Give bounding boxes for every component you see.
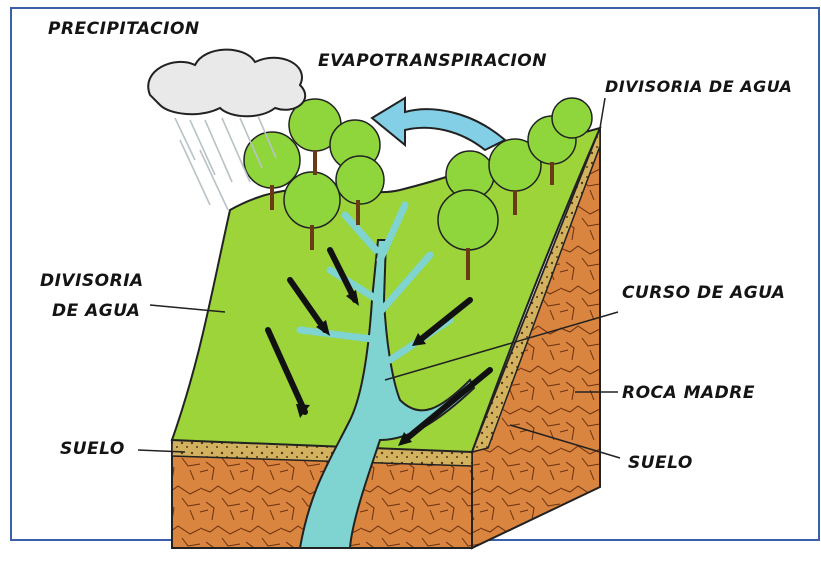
label-evapotranspiration: EVAPOTRANSPIRACION: [318, 52, 547, 71]
label-bedrock: ROCA MADRE: [622, 384, 755, 403]
label-precipitation: PRECIPITACION: [48, 20, 200, 39]
rain-cloud: [148, 50, 305, 117]
label-divide-right: DIVISORIA DE AGUA: [605, 78, 792, 96]
label-divide-left-line2: DE AGUA: [52, 302, 140, 321]
label-divide-left-line1: DIVISORIA: [40, 272, 144, 291]
label-watercourse: CURSO DE AGUA: [622, 284, 785, 303]
label-soil-right: SUELO: [628, 454, 693, 473]
label-soil-left: SUELO: [60, 440, 125, 459]
evapotranspiration-arrow: [372, 98, 505, 150]
